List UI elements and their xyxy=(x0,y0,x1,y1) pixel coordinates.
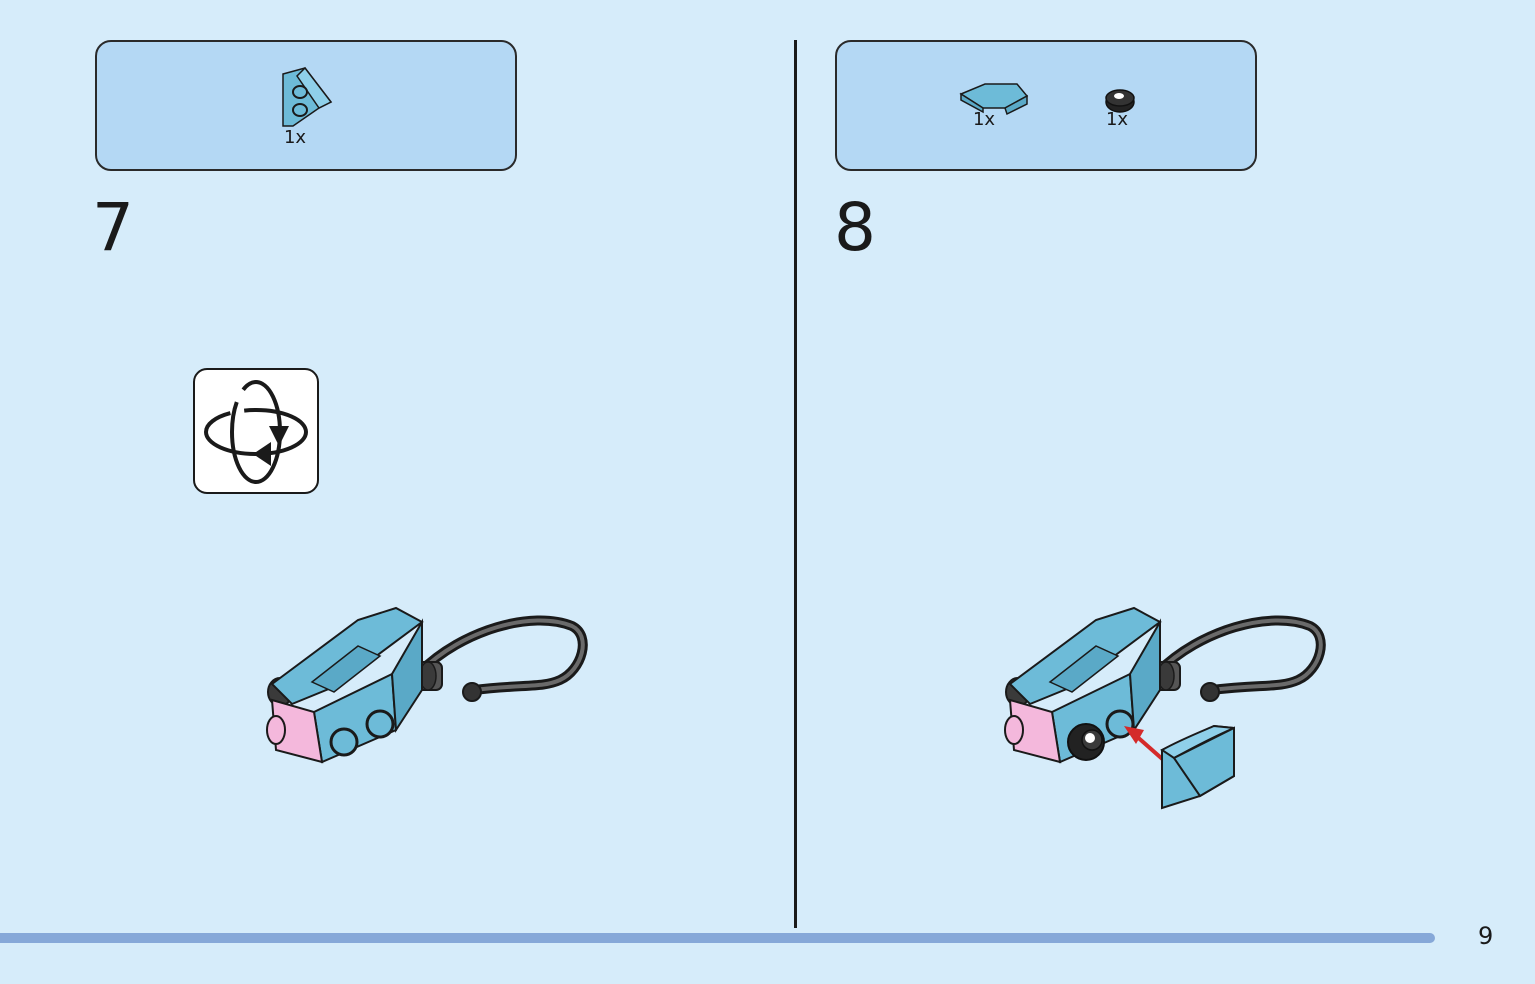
step-number-8: 8 xyxy=(834,189,876,266)
page-number: 9 xyxy=(1478,922,1494,950)
wedge-plate-icon xyxy=(282,66,333,127)
page-divider xyxy=(794,40,797,928)
part-curved-slope: 1x xyxy=(955,78,1035,130)
model-step-8 xyxy=(1004,606,1326,810)
parts-box-step-7: 1x xyxy=(95,40,517,171)
part-quantity: 1x xyxy=(972,109,996,130)
parts-box-step-8: 1x 1x xyxy=(835,40,1257,171)
footer-bar xyxy=(0,933,1435,943)
round-tile-icon xyxy=(1105,89,1135,113)
part-round-tile: 1x xyxy=(1095,84,1145,130)
rotate-callout xyxy=(193,368,319,494)
curved-slope-icon xyxy=(959,83,1029,116)
part-quantity: 1x xyxy=(1105,109,1129,130)
part-wedge-plate: 1x xyxy=(275,64,335,148)
step-number-7: 7 xyxy=(92,189,134,266)
rotate-model-icon xyxy=(204,380,308,484)
model-step-7 xyxy=(266,606,588,764)
part-quantity: 1x xyxy=(283,127,307,148)
